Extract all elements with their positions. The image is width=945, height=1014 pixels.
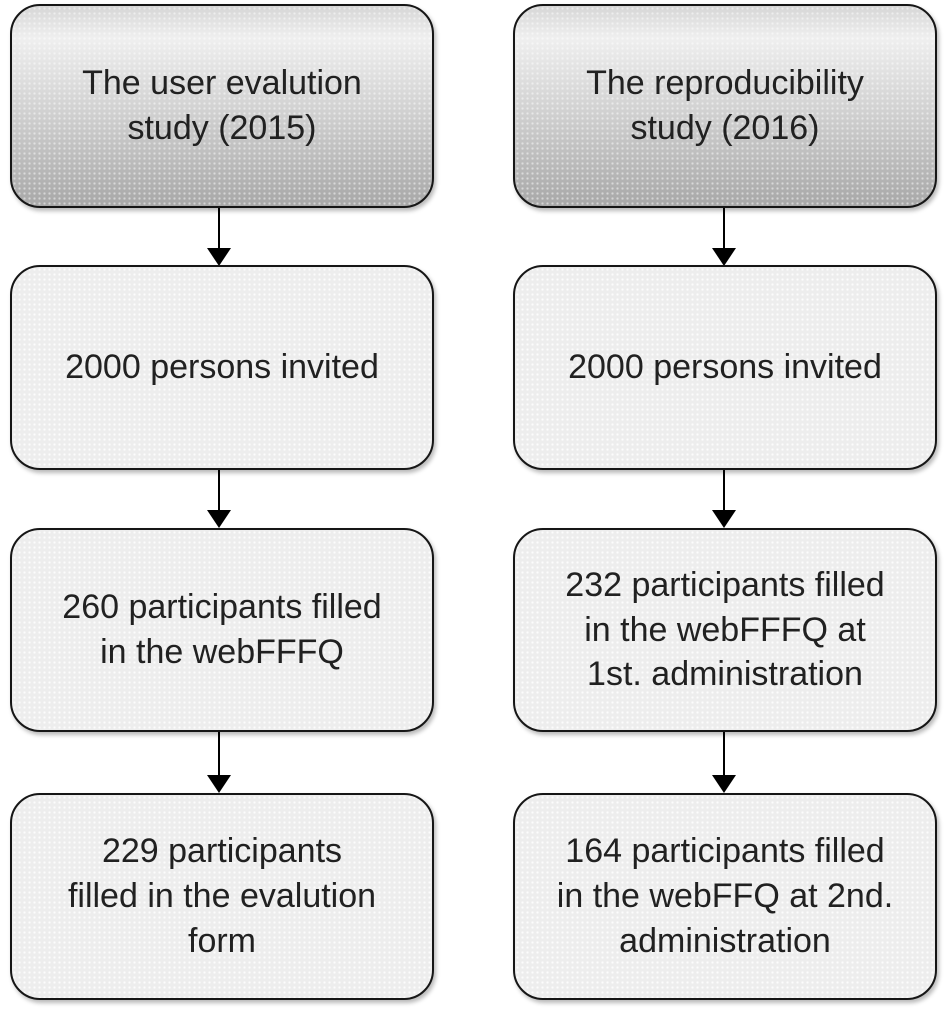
flow-box-right-first-administration: 232 participants filled in the webFFFQ a… (513, 528, 937, 732)
arrow-head-icon (207, 775, 231, 793)
arrow-line (723, 208, 725, 249)
arrow-head-icon (712, 510, 736, 528)
flow-box-text: The user evalution study (2015) (82, 64, 362, 147)
flow-box-text: 2000 persons invited (65, 348, 379, 387)
flow-box-left-evaluation-form: 229 participants filled in the evalution… (10, 793, 434, 1000)
arrow-head-icon (712, 248, 736, 266)
arrow-head-icon (207, 248, 231, 266)
flow-box-text: 229 participants filled in the evalution… (67, 832, 377, 960)
arrow-head-icon (207, 510, 231, 528)
down-arrow (712, 208, 736, 266)
arrow-line (723, 470, 725, 511)
arrow-line (218, 208, 220, 249)
flow-box-right-second-administration: 164 participants filled in the webFFQ at… (513, 793, 937, 1000)
flow-box-reproducibility-header: The reproducibility study (2016) (513, 4, 937, 208)
down-arrow (207, 208, 231, 266)
down-arrow (207, 470, 231, 528)
flow-box-left-invited: 2000 persons invited (10, 265, 434, 470)
arrow-line (723, 732, 725, 776)
down-arrow (712, 470, 736, 528)
flow-box-text: 260 participants filled in the webFFFQ (62, 588, 382, 671)
down-arrow (207, 732, 231, 793)
arrow-line (218, 732, 220, 776)
arrow-line (218, 470, 220, 511)
flow-box-left-filled-webfffq: 260 participants filled in the webFFFQ (10, 528, 434, 732)
flow-box-text: 164 participants filled in the webFFQ at… (556, 832, 894, 960)
flow-box-right-invited: 2000 persons invited (513, 265, 937, 470)
flow-box-text: 232 participants filled in the webFFFQ a… (565, 565, 885, 694)
arrow-head-icon (712, 775, 736, 793)
flow-box-text: The reproducibility study (2016) (586, 64, 864, 147)
down-arrow (712, 732, 736, 793)
flow-box-user-study-header: The user evalution study (2015) (10, 4, 434, 208)
flow-box-text: 2000 persons invited (568, 348, 882, 387)
